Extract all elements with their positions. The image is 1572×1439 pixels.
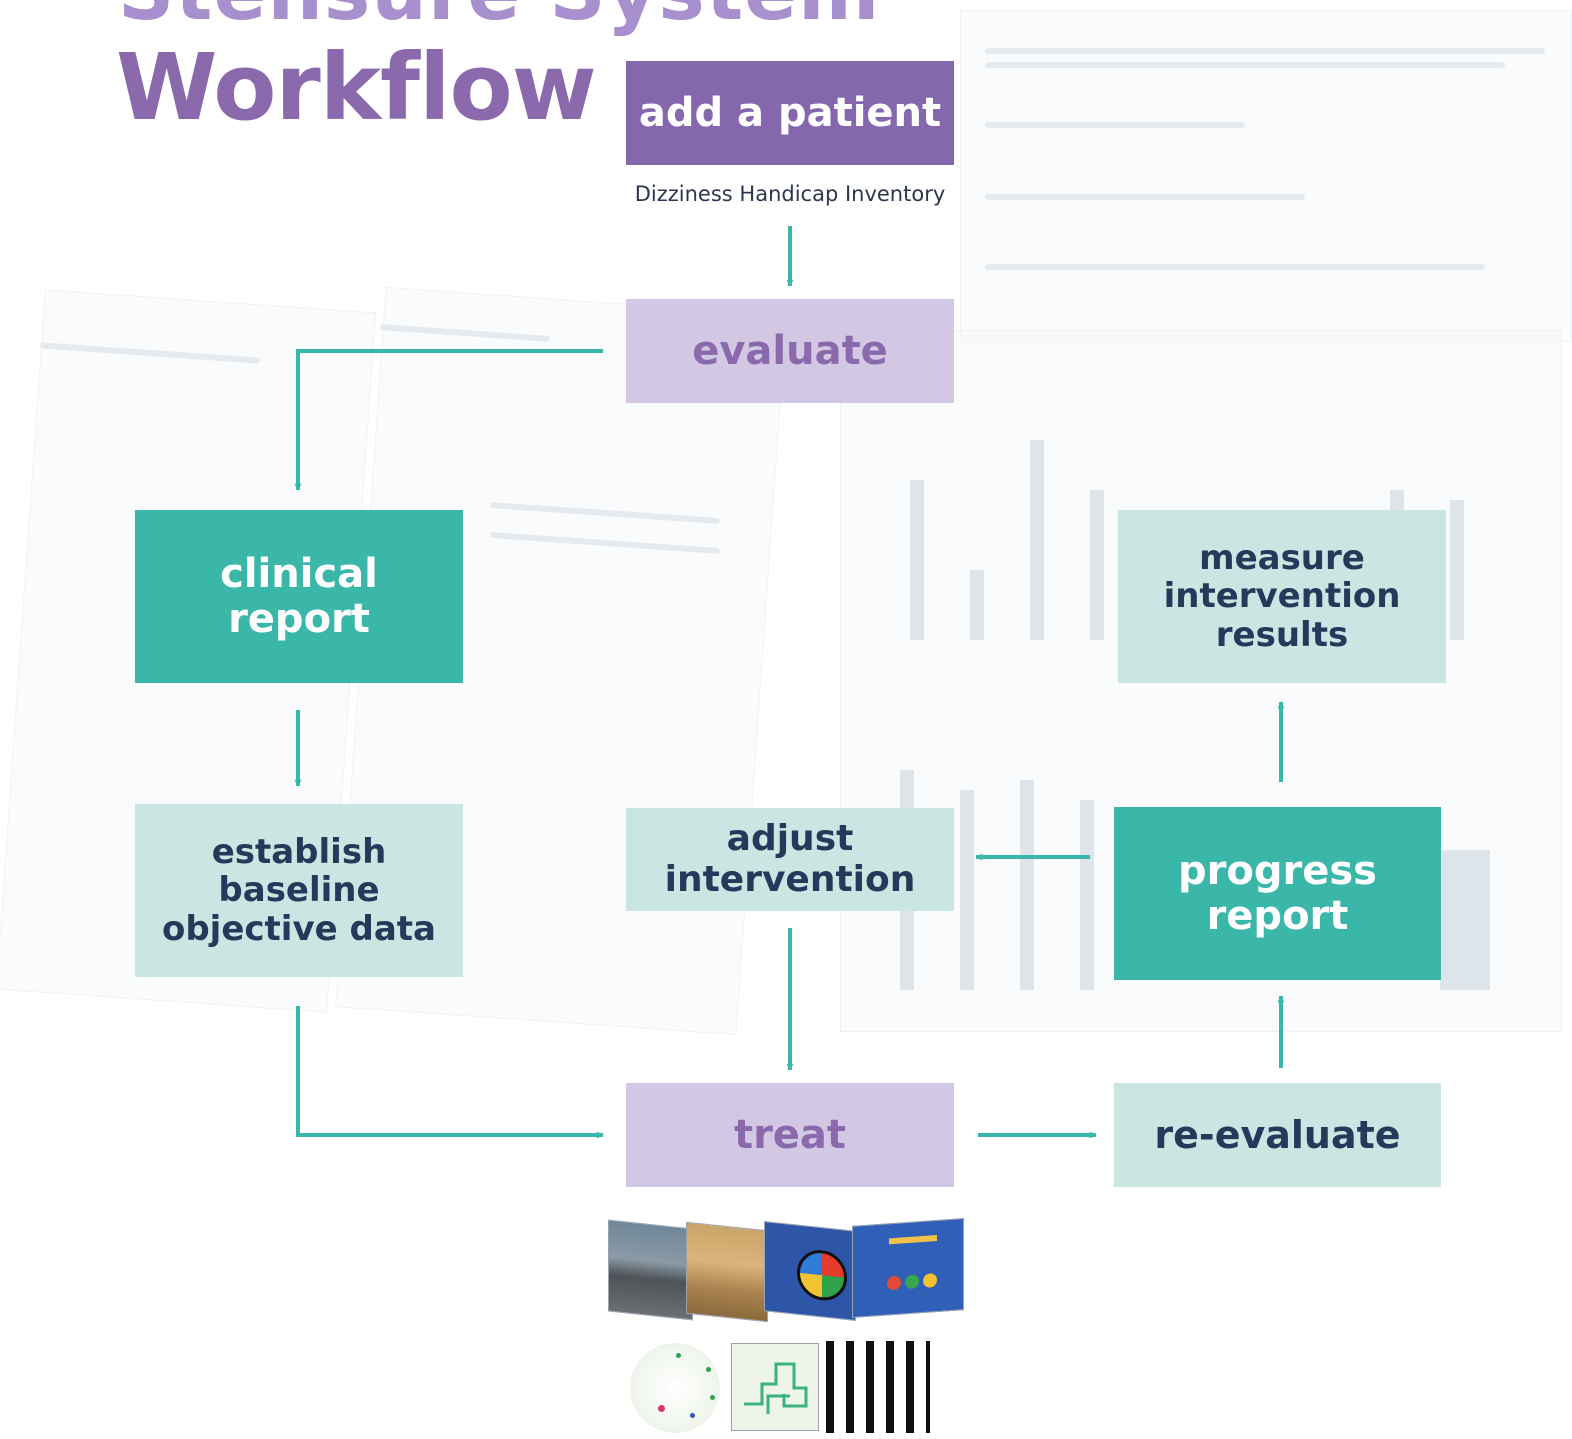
node-progress-report: progress report (1114, 807, 1441, 980)
arrow-evaluate-to-clinical-report (294, 349, 603, 491)
node-add-patient-label: add a patient (638, 89, 942, 136)
node-establish-baseline-label: establish baseline objective data (161, 832, 436, 949)
simon-wheel-icon (797, 1247, 847, 1303)
game-thumb-simon (764, 1221, 856, 1321)
node-measure-results: measure intervention results (1118, 510, 1446, 683)
stripes-thumb (826, 1341, 930, 1433)
node-measure-results-label: measure intervention results (1163, 538, 1401, 655)
node-re-evaluate-label: re-evaluate (1154, 1112, 1401, 1157)
node-adjust-intervention: adjust intervention (626, 808, 954, 911)
maze-icon (744, 1362, 808, 1414)
node-establish-baseline: establish baseline objective data (135, 804, 463, 977)
node-clinical-report-label: clinical report (220, 550, 378, 642)
game-thumb-desert (686, 1221, 768, 1323)
memory-tiles-icon (887, 1272, 939, 1293)
arrow-baseline-to-treat (296, 1006, 604, 1139)
title-line-1: Stensure System (118, 0, 880, 38)
node-adjust-intervention-label: adjust intervention (664, 818, 916, 900)
title-workflow: Workflow (116, 34, 597, 141)
node-clinical-report: clinical report (135, 510, 463, 683)
node-progress-report-label: progress report (1178, 847, 1377, 939)
node-re-evaluate: re-evaluate (1114, 1083, 1441, 1187)
target-dots-thumb (630, 1343, 720, 1433)
node-add-patient: add a patient (626, 61, 954, 165)
node-treat-label: treat (733, 1111, 847, 1158)
maze-thumb (731, 1343, 819, 1431)
dhi-caption: Dizziness Handicap Inventory (634, 182, 946, 206)
game-thumb-memory (852, 1218, 964, 1318)
node-treat: treat (626, 1083, 954, 1187)
node-evaluate: evaluate (626, 299, 954, 403)
node-evaluate-label: evaluate (692, 327, 888, 374)
game-thumb-street (608, 1219, 693, 1321)
